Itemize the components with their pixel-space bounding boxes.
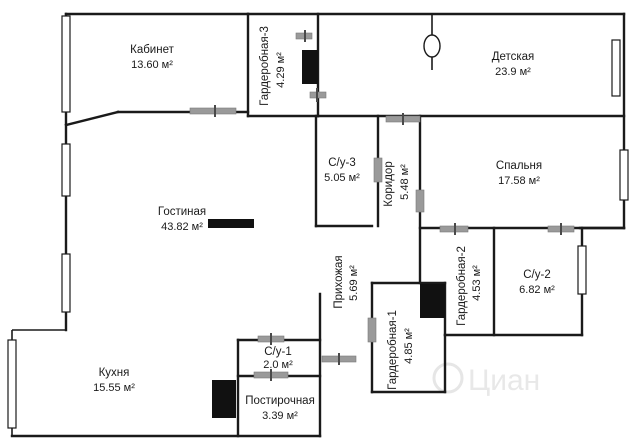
room-area-gostinaya: 43.82 м² bbox=[161, 221, 203, 233]
door-garderobnaya-1[interactable] bbox=[367, 317, 377, 343]
room-area-su-1: 2.0 м² bbox=[263, 359, 293, 371]
room-area-su-3: 5.05 м² bbox=[324, 172, 360, 184]
door-su-3[interactable] bbox=[373, 157, 383, 183]
room-area-kabinet: 13.60 м² bbox=[131, 59, 173, 71]
windows bbox=[7, 15, 629, 429]
room-area-garderobnaya-3: 4.29 м² bbox=[275, 52, 287, 88]
watermark-text: Циан bbox=[468, 364, 540, 397]
room-name-su-3: С/у-3 bbox=[328, 157, 355, 169]
door-kabinet[interactable] bbox=[189, 107, 237, 115]
postirochnaya-appliance bbox=[212, 380, 236, 418]
room-area-koridor: 5.48 м² bbox=[399, 164, 411, 200]
fixtures bbox=[208, 34, 445, 418]
room-area-garderobnaya-2: 4.53 м² bbox=[471, 265, 483, 301]
room-area-su-2: 6.82 м² bbox=[519, 284, 555, 296]
room-name-su-2: С/у-2 bbox=[523, 269, 550, 281]
window-kuhnya bbox=[7, 339, 17, 429]
window-kabinet bbox=[61, 15, 71, 113]
watermark: Циан bbox=[432, 362, 540, 397]
room-area-detskaya: 23.9 м² bbox=[495, 66, 531, 78]
window-detskaya bbox=[611, 39, 621, 97]
garderobnaya-2-cabinet bbox=[420, 284, 445, 318]
room-name-kuhnya: Кухня bbox=[99, 367, 130, 379]
room-name-postirochnaya: Постирочная bbox=[245, 395, 315, 407]
window-su-2 bbox=[577, 245, 587, 295]
garderobnaya-3-cabinet bbox=[302, 50, 318, 84]
room-area-kuhnya: 15.55 м² bbox=[93, 382, 135, 394]
window-spalnya bbox=[619, 149, 629, 201]
room-name-garderobnaya-2: Гардеробная-2 bbox=[456, 246, 468, 326]
room-area-postirochnaya: 3.39 м² bbox=[262, 410, 298, 422]
kitchen-island bbox=[208, 219, 254, 228]
room-name-spalnya: Спальня bbox=[496, 160, 542, 172]
room-name-gostinaya: Гостиная bbox=[158, 206, 206, 218]
room-name-kabinet: Кабинет bbox=[130, 44, 174, 56]
room-area-prihozhaya: 5.69 м² bbox=[348, 265, 360, 301]
window-gostinaya-1 bbox=[61, 143, 71, 197]
room-name-prihozhaya: Прихожая bbox=[333, 255, 345, 308]
door-spalnya[interactable] bbox=[415, 189, 425, 213]
room-name-koridor: Коридор bbox=[383, 161, 395, 206]
room-name-detskaya: Детская bbox=[492, 51, 535, 63]
room-name-garderobnaya-1: Гардеробная-1 bbox=[387, 310, 399, 390]
detskaya-column bbox=[423, 34, 441, 58]
room-area-spalnya: 17.58 м² bbox=[498, 175, 540, 187]
room-name-garderobnaya-3: Гардеробная-3 bbox=[259, 26, 271, 106]
room-name-su-1: С/у-1 bbox=[264, 346, 291, 358]
room-area-garderobnaya-1: 4.85 м² bbox=[403, 328, 415, 364]
window-gostinaya-2 bbox=[61, 253, 71, 313]
room-labels: Кабинет 13.60 м² Гардеробная-3 4.29 м² Д… bbox=[93, 26, 555, 422]
doors bbox=[189, 30, 575, 381]
